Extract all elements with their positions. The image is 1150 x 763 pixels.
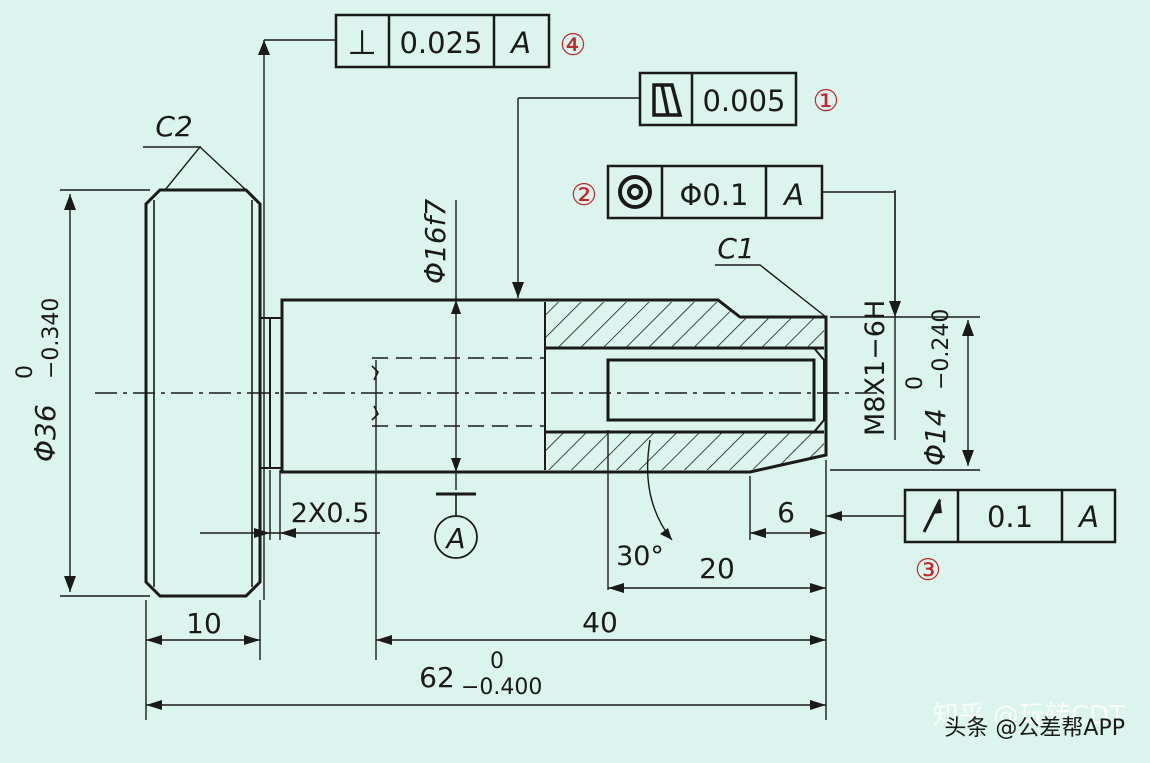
dimension-texts: C2 C1 Φ16f7 Φ36 0 −0.340 Φ14 0 −0.240 M8… <box>13 110 954 700</box>
arrowheads <box>64 40 974 710</box>
callout-number-1: ① <box>813 84 840 119</box>
length-20-dim: 20 <box>699 552 735 585</box>
overall-length-base: 62 <box>419 661 455 694</box>
groove-dim: 2X0.5 <box>291 498 370 529</box>
thread-spec: M8X1−6H <box>860 300 891 436</box>
concentricity-datum: A <box>782 178 804 212</box>
flange-diameter-upper: 0 <box>13 365 38 379</box>
shaft-diameter: Φ16f7 <box>419 198 452 284</box>
chamfer-c2: C2 <box>155 110 192 143</box>
bore-diameter-base: Φ14 <box>919 408 952 466</box>
concentricity-icon <box>618 175 652 209</box>
overall-length-lower: −0.400 <box>461 675 542 700</box>
runout-datum: A <box>1077 500 1099 534</box>
flange <box>144 188 262 598</box>
callout-number-3: ③ <box>915 553 942 588</box>
watermark-bottom: 头条 @公差帮APP <box>944 716 1125 741</box>
flatness-tolerance: 0.005 <box>702 84 785 118</box>
perpendicularity-tolerance: 0.025 <box>399 26 482 60</box>
chamfer-c1: C1 <box>717 232 754 265</box>
angle-dim: 30° <box>616 541 664 572</box>
length-40-dim: 40 <box>582 606 618 639</box>
watermark-top: 知乎 @玩转CDT <box>933 701 1125 731</box>
callout-2: Φ0.1 A ② <box>571 164 824 220</box>
perpendicularity-symbol: ⊥ <box>347 23 377 63</box>
hidden-lines <box>372 357 545 427</box>
perpendicularity-datum: A <box>509 26 531 60</box>
length-6-dim: 6 <box>777 496 795 529</box>
callout-3: 0.1 A ③ <box>903 488 1117 588</box>
bore-diameter-upper: 0 <box>903 376 928 390</box>
datum-label: A <box>444 522 465 555</box>
flange-diameter-lower: −0.340 <box>39 298 64 379</box>
callout-number-2: ② <box>571 178 598 213</box>
callout-1: 0.005 ① <box>638 71 840 127</box>
callout-4: ⊥ 0.025 A ④ <box>334 13 587 69</box>
callout-number-4: ④ <box>560 28 587 63</box>
datum-a: A <box>434 492 478 559</box>
runout-tolerance: 0.1 <box>987 500 1033 534</box>
concentricity-tolerance: Φ0.1 <box>680 178 749 212</box>
runout-icon <box>922 498 942 533</box>
part-outline <box>144 188 828 598</box>
section-hatch <box>544 302 825 470</box>
section-mark <box>371 365 379 421</box>
flatness-symbol-icon <box>652 83 683 117</box>
bore-diameter-lower: −0.240 <box>929 309 954 390</box>
watermark: 知乎 @玩转CDT 头条 @公差帮APP <box>933 701 1125 741</box>
flange-diameter-base: Φ36 <box>29 404 62 462</box>
shaft-body <box>280 298 828 474</box>
overall-length-upper: 0 <box>490 649 504 674</box>
flange-width-dim: 10 <box>186 607 222 640</box>
